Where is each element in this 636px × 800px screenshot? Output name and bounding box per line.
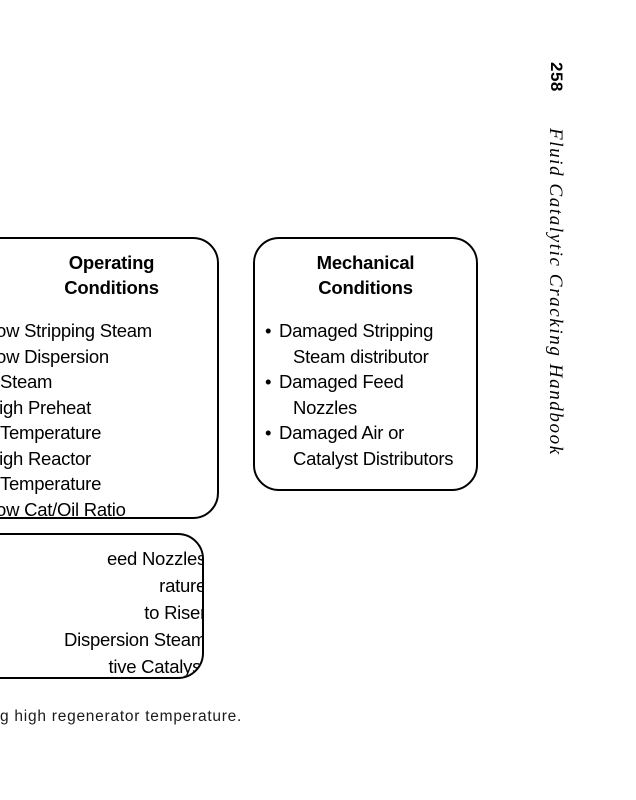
list-item: • Low Stripping Steam [0,318,217,344]
list-item-line1: Low Dispersion [0,345,109,367]
list-item: • Low Dispersion Steam [0,344,217,395]
clipped-line: to Riser [144,602,204,623]
operating-conditions-content: Operating Conditions • Low Stripping Ste… [0,239,217,519]
bullet-dot-icon: • [265,320,272,341]
clipped-line: Dispersion Steam [63,629,204,650]
clipped-line: tive Catalyst [108,656,204,677]
list-item-line2: Catalyst Distributors [293,447,454,469]
bullet-dot-icon: • [265,371,272,392]
list-item-line1: Low Stripping Steam [0,320,152,341]
list-item: • High Preheat Temperature [0,395,217,446]
running-head-book-title: Fluid Catalytic Cracking Handbook [545,128,566,456]
bullet-dot-icon: • [265,422,272,443]
page-number: 258 [547,62,566,92]
list-item-line1: High Preheat [0,396,91,418]
list-item: • Damaged Air or Catalyst Distributors [265,420,476,471]
list-item: • High Reactor Temperature [0,446,217,497]
operating-conditions-title-line1: Operating [68,252,155,273]
figure-caption: g high regenerator temperature. [0,708,243,725]
list-item-line1: Damaged Feed [279,371,404,392]
list-item: • Damaged Stripping Steam distributor [265,318,476,369]
list-item-line1: Damaged Stripping [279,320,434,341]
flowchart-box-operating-conditions: Operating Conditions • Low Stripping Ste… [0,237,219,519]
operating-conditions-title: Operating Conditions [2,250,217,300]
list-item-line1: Low Cat/Oil Ratio [0,498,126,519]
operating-conditions-bullet-list: • Low Stripping Steam • Low Dispersion S… [0,318,217,519]
mechanical-conditions-title-line2: Conditions [318,277,413,298]
clipped-line: rature [159,575,204,596]
mechanical-conditions-bullet-list: • Damaged Stripping Steam distributor • … [265,318,476,471]
mechanical-conditions-title: Mechanical Conditions [255,250,476,300]
list-item-line1: Damaged Air or [279,422,405,443]
flowchart-box-mechanical-conditions: Mechanical Conditions • Damaged Strippin… [253,237,478,491]
list-item-line2: Steam distributor [293,345,429,367]
mechanical-conditions-content: Mechanical Conditions • Damaged Strippin… [255,239,476,489]
list-item-line2: Steam [0,371,53,392]
lower-left-clipped-line-list: eed Nozzles rature to Riser Dispersion S… [0,545,204,677]
operating-conditions-title-line2: Conditions [64,277,159,298]
lower-left-box-content: eed Nozzles rature to Riser Dispersion S… [0,535,204,677]
list-item-line1: High Reactor [0,447,91,469]
list-item: • Damaged Feed Nozzles [265,369,476,420]
mechanical-conditions-title-line1: Mechanical [316,252,415,273]
list-item: • Low Cat/Oil Ratio [0,497,217,519]
list-item-line2: Temperature [0,473,102,494]
clipped-line: eed Nozzles [106,548,204,569]
flowchart-box-lower-left-clipped: eed Nozzles rature to Riser Dispersion S… [0,533,204,679]
list-item-line2: Temperature [0,422,102,443]
list-item-line2: Nozzles [293,396,358,418]
